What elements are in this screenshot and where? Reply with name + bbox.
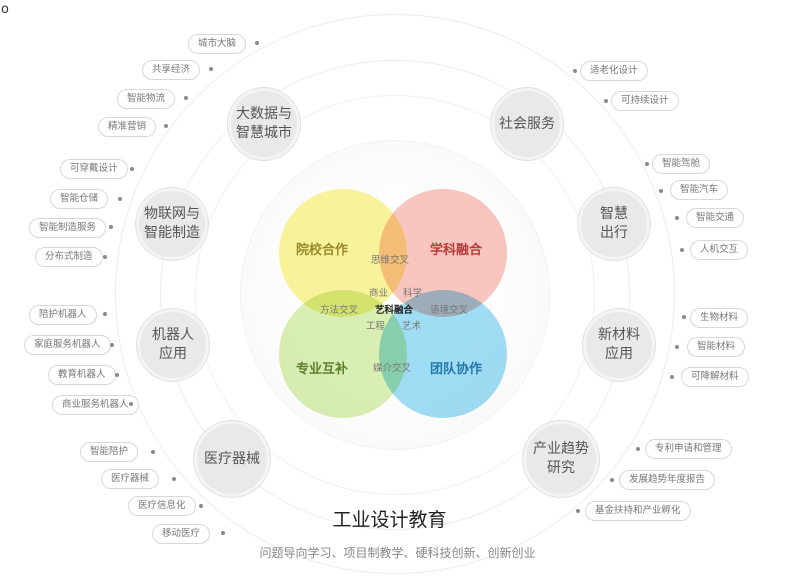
tag-dot xyxy=(604,99,608,103)
tag-wearable-design: 可穿戴设计 xyxy=(60,159,128,179)
tag-dot xyxy=(573,69,577,73)
tag-dot xyxy=(675,345,679,349)
tag-dot xyxy=(659,189,663,193)
tag-dot xyxy=(636,447,640,451)
overlap-context: 语境交叉 xyxy=(430,305,469,316)
tag-dot xyxy=(576,509,580,513)
core-engineering: 工程 xyxy=(366,321,386,332)
tag-dot xyxy=(110,343,114,347)
tag-education-robot: 教育机器人 xyxy=(48,365,116,385)
node-smart-mobility: 智慧 出行 xyxy=(578,188,650,260)
tag-dot xyxy=(670,375,674,379)
tag-distributed-manufacturing: 分布式制造 xyxy=(35,247,103,267)
tag-city-brain: 城市大脑 xyxy=(188,34,247,54)
tag-age-friendly-design: 适老化设计 xyxy=(580,61,648,81)
page-title: 工业设计教育 xyxy=(332,509,447,531)
tag-dot xyxy=(675,216,679,220)
tag-smart-traffic: 智能交通 xyxy=(686,208,745,228)
tag-companion-robot: 陪护机器人 xyxy=(29,305,97,325)
node-iot-smart-manufacturing: 物联网与 智能制造 xyxy=(136,188,208,260)
node-big-data-smart-city: 大数据与 智慧城市 xyxy=(228,88,300,160)
tag-dot xyxy=(199,504,203,508)
venn-label-3: 专业互补 xyxy=(296,362,349,377)
overlap-media: 媒介交叉 xyxy=(373,363,412,374)
tag-human-computer-interaction: 人机交互 xyxy=(690,240,749,260)
tag-mobile-medical: 移动医疗 xyxy=(152,524,211,544)
corner-mark: o xyxy=(1,2,9,17)
tag-dot xyxy=(184,96,188,100)
tag-sharing-economy: 共享经济 xyxy=(142,60,201,80)
node-medical-devices: 医疗器械 xyxy=(194,421,270,497)
tag-dot xyxy=(103,255,107,259)
tag-dot xyxy=(164,124,168,128)
tag-bio-materials: 生物材料 xyxy=(690,308,749,328)
tag-dot xyxy=(115,373,119,377)
overlap-thinking: 思维交叉 xyxy=(371,255,410,266)
tag-smart-logistics: 智能物流 xyxy=(117,89,176,109)
tag-home-service-robot: 家庭服务机器人 xyxy=(24,335,111,355)
node-social-service: 社会服务 xyxy=(491,88,563,160)
tag-dot xyxy=(109,225,113,229)
tag-patent-management: 专利申请和管理 xyxy=(645,439,732,459)
tag-smart-manufacturing-service: 智能制造服务 xyxy=(29,218,107,238)
node-industry-trends: 产业趋势 研究 xyxy=(523,421,599,497)
tag-sustainable-design: 可持续设计 xyxy=(611,91,679,111)
core-science: 科学 xyxy=(403,288,423,299)
tag-dot xyxy=(255,41,259,45)
tag-commercial-service-robot: 商业服务机器人 xyxy=(52,395,139,415)
tag-dot xyxy=(129,402,133,406)
tag-smart-cockpit: 智能驾舱 xyxy=(652,154,711,174)
tag-smart-care: 智能陪护 xyxy=(80,442,139,462)
page-subtitle: 问题导向学习、项目制教学、硬科技创新、创新创业 xyxy=(259,546,536,560)
tag-dot xyxy=(645,162,649,166)
tag-dot xyxy=(221,531,225,535)
tag-dot xyxy=(610,478,614,482)
tag-dot xyxy=(151,450,155,454)
tag-degradable-materials: 可降解材料 xyxy=(681,367,749,387)
venn-circle-blue xyxy=(379,290,507,418)
inner-ring xyxy=(195,95,595,495)
tag-smart-car: 智能汽车 xyxy=(670,180,729,200)
venn-label-1: 院校合作 xyxy=(296,243,349,258)
tag-funding-incubation: 基金扶持和产业孵化 xyxy=(585,501,691,521)
venn-label-2: 学科融合 xyxy=(430,243,483,258)
outer-ring xyxy=(115,14,675,574)
middle-ring xyxy=(160,60,630,530)
tag-medical-informatization: 医疗信息化 xyxy=(128,496,196,516)
tag-dot xyxy=(172,477,176,481)
tag-dot xyxy=(682,315,686,319)
tag-dot xyxy=(209,67,213,71)
node-new-materials: 新材料 应用 xyxy=(583,309,655,381)
tag-medical-device: 医疗器械 xyxy=(101,469,160,489)
tag-precision-marketing: 精准营销 xyxy=(98,117,157,137)
core-center-label: 艺科融合 xyxy=(375,305,414,316)
core-business: 商业 xyxy=(369,288,389,299)
tag-smart-warehousing: 智能仓储 xyxy=(50,189,109,209)
tag-dot xyxy=(680,248,684,252)
overlap-method: 方法交叉 xyxy=(320,305,359,316)
tag-dot xyxy=(130,167,134,171)
tag-smart-materials: 智能材料 xyxy=(687,337,746,357)
venn-label-4: 团队协作 xyxy=(430,362,483,377)
tag-dot xyxy=(103,312,107,316)
node-robot-application: 机器人 应用 xyxy=(137,309,209,381)
tag-annual-trend-report: 发展趋势年度报告 xyxy=(619,470,716,490)
tag-dot xyxy=(118,197,122,201)
core-art: 艺术 xyxy=(402,321,422,332)
